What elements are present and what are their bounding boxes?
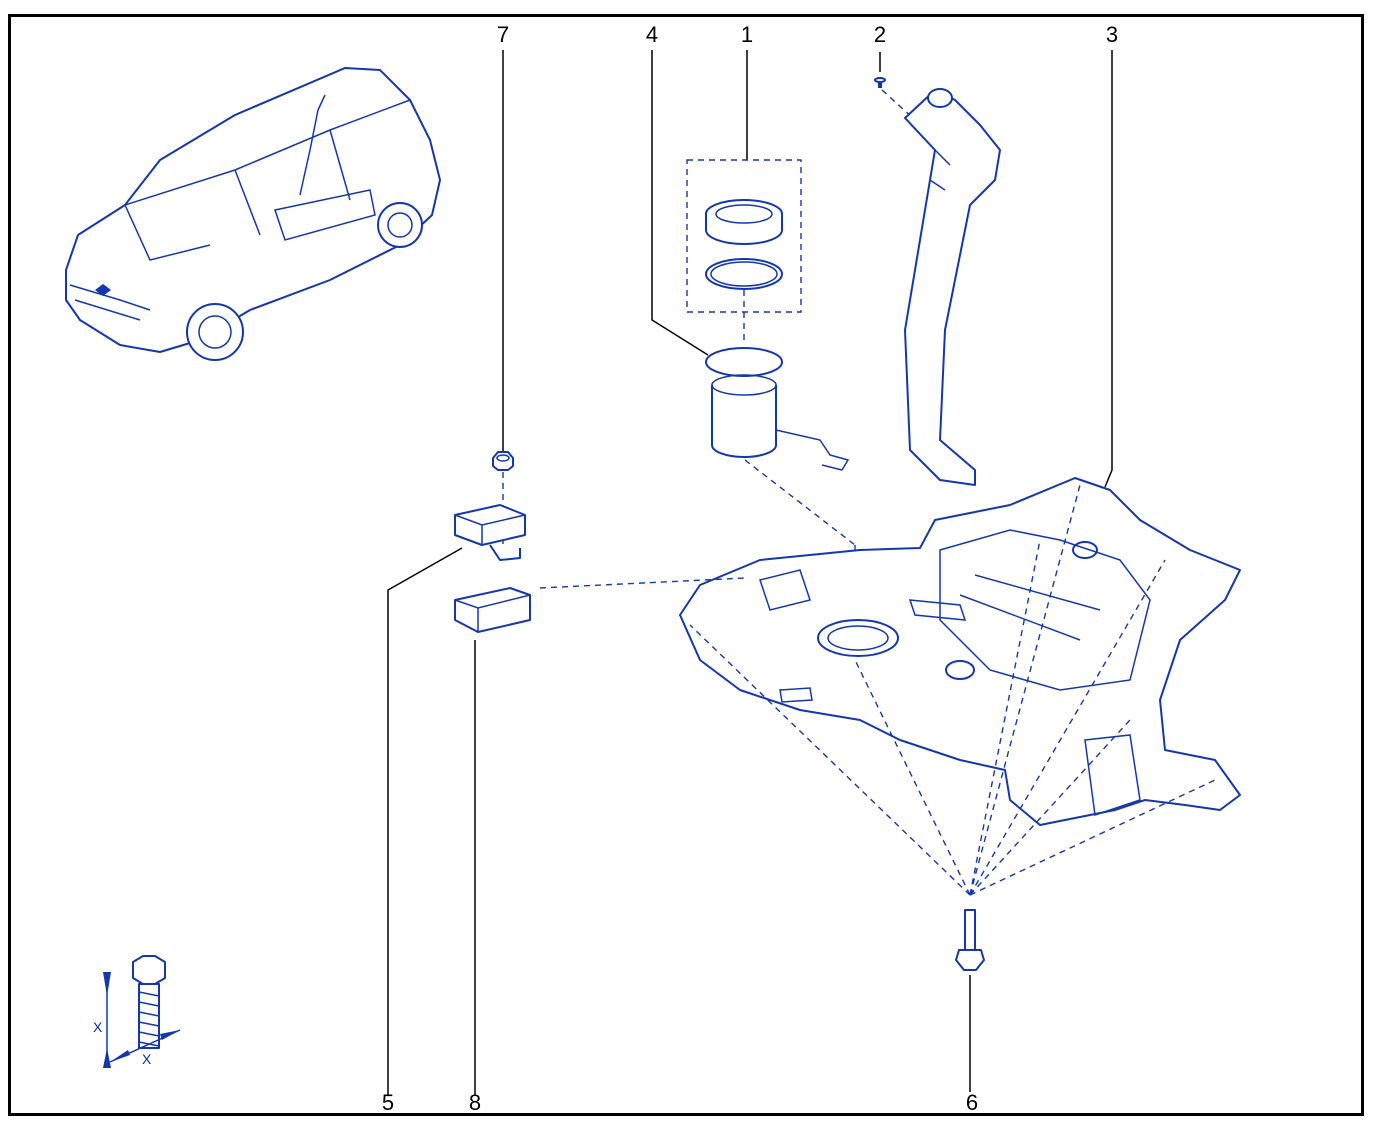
callout-7: 7 xyxy=(496,22,510,47)
bracket-nut xyxy=(492,50,514,545)
fuel-pump-module xyxy=(651,50,856,660)
pump-lock-ring-group xyxy=(686,50,802,345)
callout-1: 1 xyxy=(740,22,754,47)
callout-5: 5 xyxy=(381,1090,395,1115)
callout-4: 4 xyxy=(645,22,659,47)
torque-tightening-symbol xyxy=(103,955,181,1068)
torque-x-label-vertical: X xyxy=(93,1019,103,1035)
pump-seal xyxy=(705,258,783,290)
callout-6: 6 xyxy=(965,1090,979,1115)
callout-2: 2 xyxy=(873,22,887,47)
filler-neck-screw xyxy=(874,52,916,121)
tank-bolt xyxy=(689,484,1216,1092)
fuel-tank xyxy=(679,50,1241,826)
vehicle-overview xyxy=(65,67,441,361)
mounting-bracket xyxy=(387,504,526,1095)
callout-3: 3 xyxy=(1105,22,1119,47)
electronic-module xyxy=(454,577,746,1095)
torque-x-label-horizontal: X xyxy=(142,1051,152,1067)
callout-8: 8 xyxy=(468,1090,482,1115)
filler-neck xyxy=(904,88,1001,486)
